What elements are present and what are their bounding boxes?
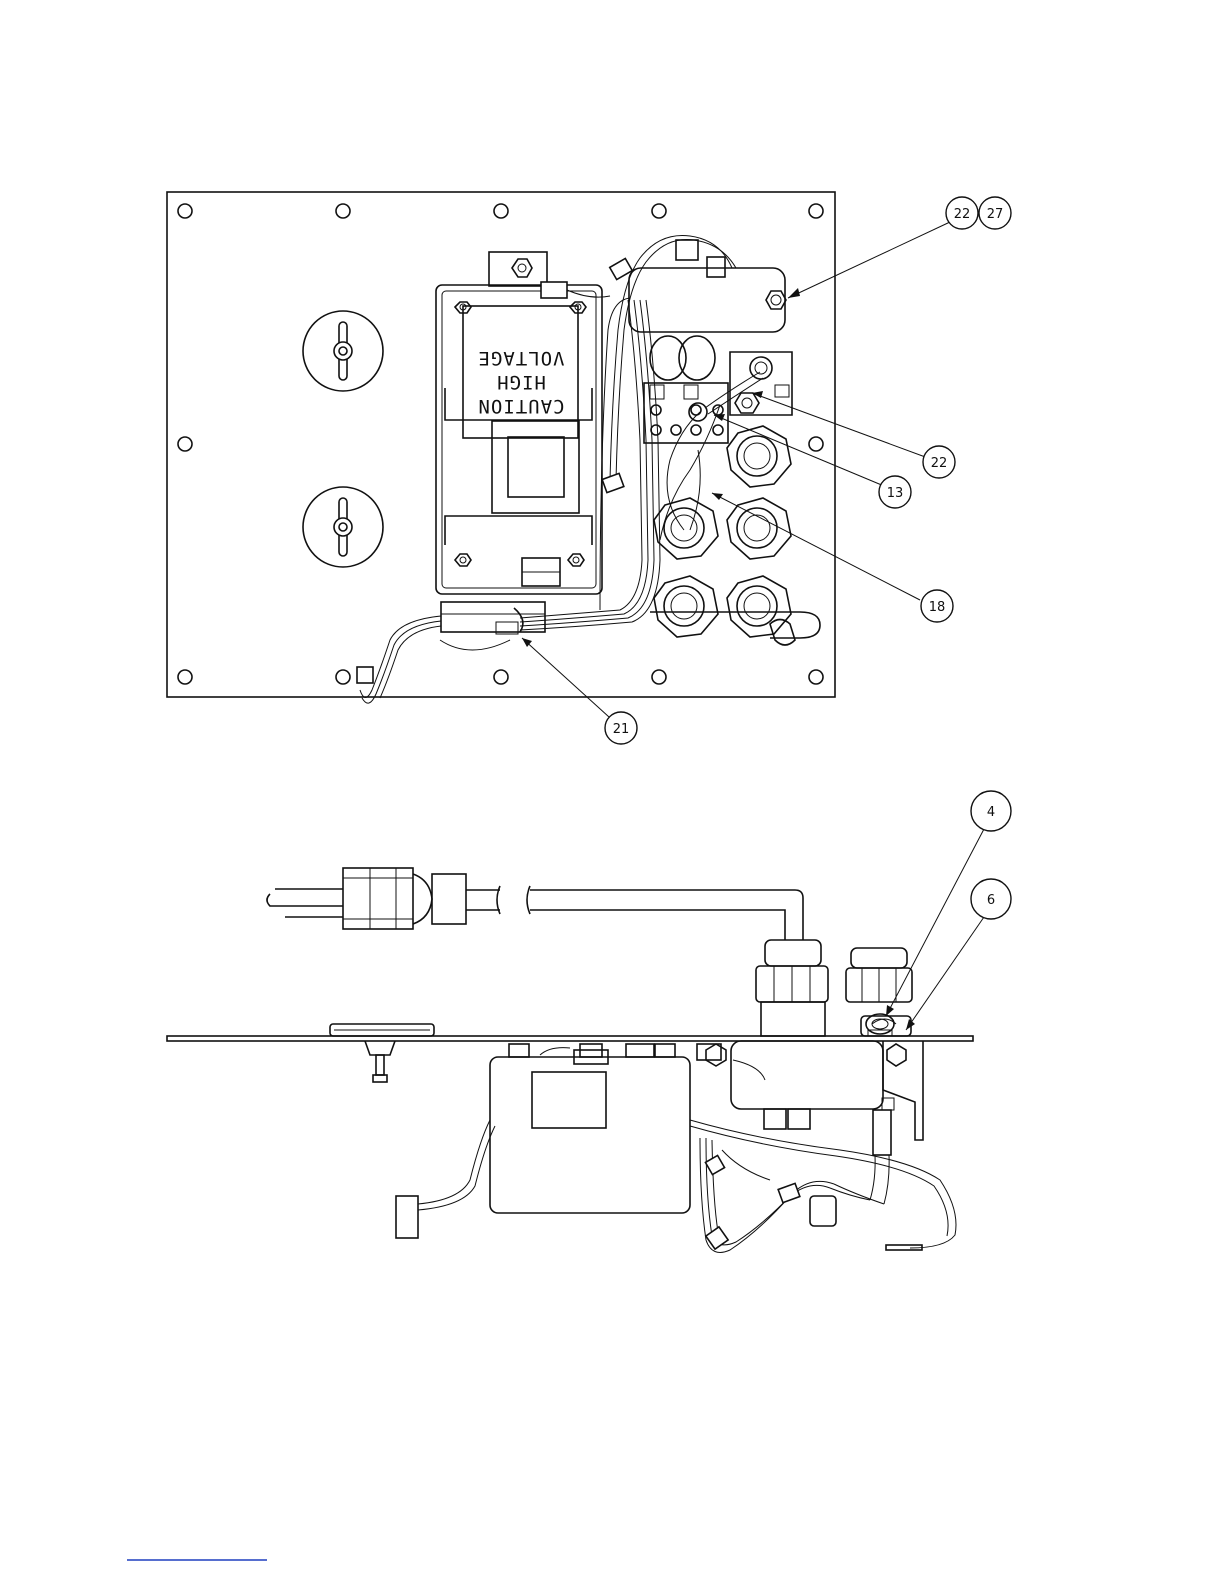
side-bracket <box>870 1041 923 1204</box>
wire-harness <box>520 235 763 630</box>
ground-bracket <box>730 352 792 415</box>
side-gas-valve <box>697 1041 883 1129</box>
power-plug <box>267 868 803 940</box>
wing-nut-upper <box>303 311 383 391</box>
wing-nut-lower <box>303 487 383 567</box>
caution-line-2: HIGH <box>496 371 546 393</box>
side-cord-grip-1 <box>756 940 828 1036</box>
callout-4-text: 4 <box>987 805 995 820</box>
side-transformer <box>396 1044 690 1238</box>
leader-lines-side <box>886 829 984 1030</box>
callout-18-text: 18 <box>929 600 946 615</box>
callout-21-text: 21 <box>613 722 630 737</box>
callout-22b-text: 22 <box>931 456 948 471</box>
cable-clamp <box>357 602 545 703</box>
top-view: CAUTION HIGH VOLTAGE <box>167 192 1011 744</box>
caution-label: CAUTION HIGH VOLTAGE <box>477 347 564 417</box>
callout-6-text: 6 <box>987 893 995 908</box>
side-knob <box>330 1024 434 1082</box>
transformer-box: CAUTION HIGH VOLTAGE <box>436 252 602 594</box>
callout-13-text: 13 <box>887 486 904 501</box>
side-cord-grip-2 <box>846 948 912 1036</box>
callouts-side: 4 6 <box>971 791 1011 919</box>
callouts-top: 22 27 22 13 18 21 <box>605 197 1011 744</box>
caution-line-3: VOLTAGE <box>477 347 564 369</box>
callout-22-text: 22 <box>954 207 971 222</box>
caution-line-1: CAUTION <box>477 395 564 417</box>
callout-27-text: 27 <box>987 207 1004 222</box>
side-view: 4 6 <box>167 791 1011 1252</box>
screw-detail <box>866 1014 894 1036</box>
